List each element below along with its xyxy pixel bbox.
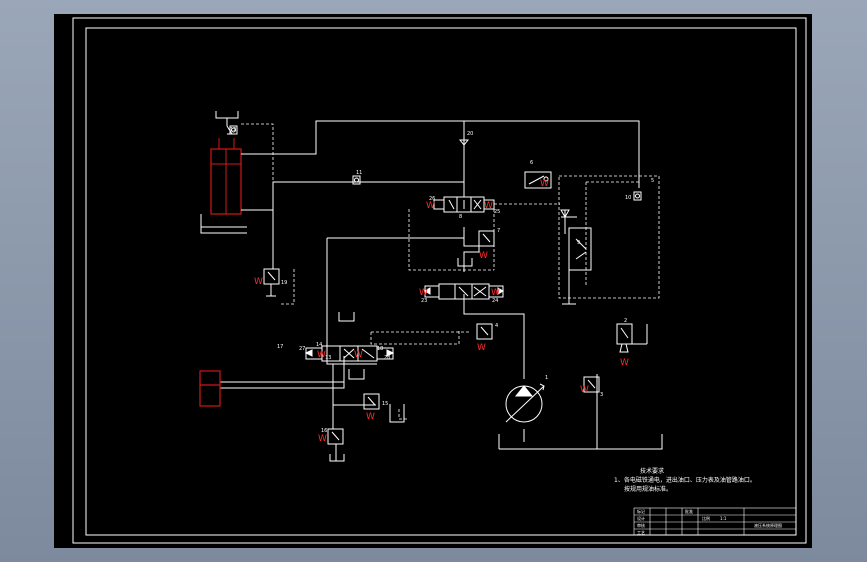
label-3: 3 (600, 392, 603, 398)
solenoid-mark: W (426, 201, 435, 211)
lift-cylinder[interactable] (210, 138, 242, 215)
clamp-cylinder[interactable] (199, 370, 221, 407)
directional-valve-lower[interactable] (304, 345, 395, 362)
solenoid-mark: W (366, 412, 375, 422)
label-6: 6 (530, 160, 533, 166)
drawing-name: 液压系统原理图 (754, 522, 782, 528)
drawing-viewport[interactable]: W W W W W W W W W W W W W W 1 2 3 4 5 6 … (54, 14, 812, 548)
label-26: 26 (429, 196, 435, 202)
solenoid-mark: W (318, 434, 327, 444)
pilot-lines (241, 123, 660, 420)
title-cell-6: 比例 (702, 515, 710, 521)
solenoid-mark: W (479, 251, 488, 261)
inner-frame (85, 27, 797, 536)
notes-heading: 技术要求 (640, 467, 664, 475)
label-16: 16 (321, 428, 327, 434)
directional-valve-middle[interactable] (424, 283, 504, 300)
label-23: 23 (421, 298, 427, 304)
label-9: 9 (577, 240, 580, 246)
title-cell-3: 审核 (637, 522, 645, 528)
notes-line-1: 1、各电磁铁通电，进出油口、压力表及油管路油口。 (614, 476, 756, 484)
label-27: 27 (299, 346, 305, 352)
notes-line-2: 按规用规油标准。 (624, 485, 672, 493)
label-20: 20 (467, 131, 473, 137)
relief-valve-4[interactable] (476, 323, 493, 340)
cylinder-support (200, 111, 247, 234)
pressure-lines (220, 120, 640, 442)
solenoid-mark: W (477, 343, 486, 353)
solenoid-mark: W (419, 288, 428, 298)
title-cell-1: 标记 (637, 508, 645, 514)
label-2: 2 (624, 318, 627, 324)
oil-tank-lines (498, 269, 663, 450)
label-28: 28 (384, 355, 390, 361)
label-14: 14 (316, 342, 322, 348)
solenoid-mark: W (491, 288, 500, 298)
tank-symbols (338, 258, 473, 423)
solenoid-mark: W (484, 201, 493, 211)
solenoid-mark: W (354, 350, 363, 360)
title-cell-5: 批准 (685, 508, 693, 514)
label-8: 8 (459, 214, 462, 220)
label-13: 13 (325, 355, 331, 361)
solenoid-mark: W (620, 358, 629, 368)
label-19: 19 (281, 280, 287, 286)
directional-valve-upper[interactable] (433, 196, 495, 213)
label-10: 10 (625, 195, 631, 201)
title-cell-4: 工艺 (637, 530, 645, 535)
relief-valve-19[interactable] (263, 268, 280, 297)
label-17: 17 (277, 344, 283, 350)
label-24: 24 (492, 298, 498, 304)
title-block (633, 507, 797, 536)
relief-valve-3[interactable] (583, 376, 600, 393)
label-5: 5 (651, 178, 654, 184)
title-cell-2: 设计 (637, 515, 645, 521)
solenoid-mark: W (540, 179, 549, 189)
relief-valve-15[interactable] (363, 393, 380, 410)
label-7: 7 (497, 228, 500, 234)
label-18: 18 (377, 346, 383, 352)
pressure-switch-6[interactable] (524, 171, 552, 189)
label-15: 15 (382, 401, 388, 407)
solenoid-mark: W (254, 277, 263, 287)
title-cell-7: 1:1 (720, 516, 727, 521)
solenoid-mark: W (317, 350, 326, 360)
sequence-valve-block[interactable] (560, 209, 592, 271)
outer-frame (72, 17, 807, 544)
hydraulic-schematic: W W W W W W W W W W W W W W 1 2 3 4 5 6 … (72, 17, 807, 544)
solenoid-mark: W (580, 385, 589, 395)
label-11: 11 (356, 170, 362, 176)
label-25: 25 (494, 209, 500, 215)
label-4: 4 (495, 323, 498, 329)
label-1: 1 (545, 375, 548, 381)
hydraulic-pump[interactable] (505, 383, 545, 423)
relief-valve-2[interactable] (616, 323, 633, 353)
relief-valve-7[interactable] (478, 230, 495, 247)
label-12: 12 (230, 127, 236, 133)
relief-valve-16[interactable] (327, 428, 345, 462)
check-valves[interactable] (229, 125, 642, 201)
